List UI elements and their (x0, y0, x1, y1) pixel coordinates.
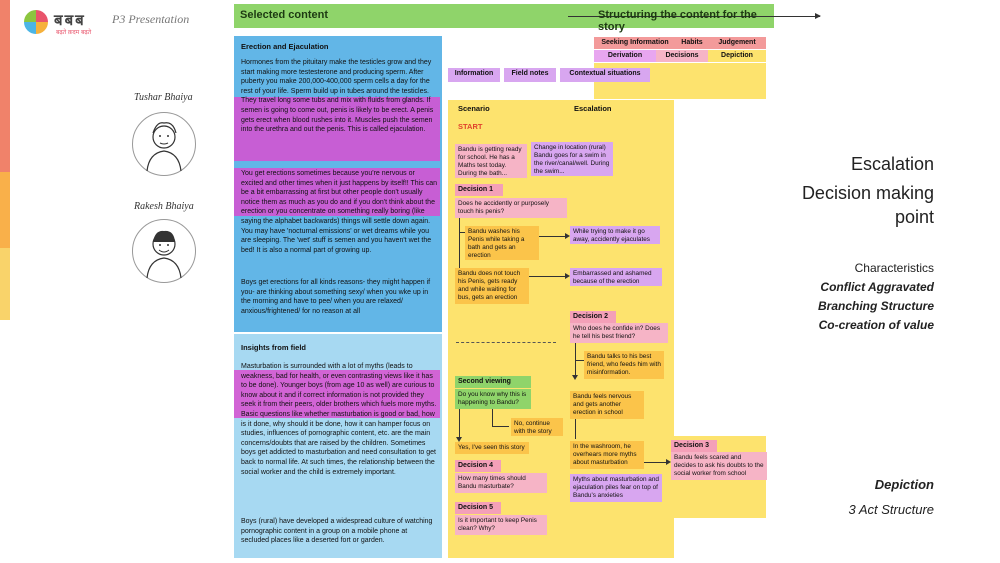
connector (575, 360, 584, 361)
section-title: Erection and Ejaculation (241, 42, 329, 51)
start-label: START (458, 122, 483, 131)
sticky-note: Yes, I've seen this story (455, 442, 529, 454)
characteristic-item: Conflict Aggravated (820, 280, 934, 294)
sticky-note: Do you know why this is happening to Ban… (455, 389, 531, 409)
characteristic-item: Branching Structure (817, 299, 934, 313)
column-header-scenario: Scenario (458, 104, 490, 113)
connector (575, 343, 576, 375)
connector (492, 426, 509, 427)
accent-strip-yellow (0, 248, 10, 320)
sticky-note: Bandu feels nervous and gets another ere… (570, 391, 644, 419)
slide-title: Escalation (850, 154, 934, 174)
sticky-note: Bandu feels scared and decides to ask hi… (671, 452, 767, 480)
sticky-note: Does he accidently or purposely touch hi… (455, 198, 567, 218)
arrow-right-icon (565, 273, 570, 279)
second-viewing-label: Second viewing (455, 376, 531, 388)
header-bar: Selected content Structuring the content… (234, 4, 821, 33)
person-sketch-icon (146, 230, 182, 279)
person-name: Tushar Bhaiya (134, 92, 193, 103)
dashed-divider (456, 342, 556, 343)
tag-seeking-information: Seeking Information (594, 37, 676, 49)
paragraph: You get erections sometimes because you'… (241, 170, 437, 254)
arrow-right-icon (568, 13, 821, 19)
arrow-right-icon (666, 459, 671, 465)
sticky-note: Bandu talks to his best friend, who feed… (584, 351, 664, 379)
sticky-note: Embarrassed and ashamed because of the e… (570, 268, 662, 286)
decision-label: Decision 2 (570, 311, 616, 323)
sticky-note: No, continue with the story (511, 418, 563, 436)
sticky-note: In the washroom, he overhears more myths… (570, 441, 644, 469)
arrow-right-icon (565, 233, 570, 239)
connector (459, 409, 460, 439)
characteristics-label: Characteristics (854, 261, 934, 275)
connector (575, 419, 576, 439)
person-name: Rakesh Bhaiya (134, 201, 194, 212)
structure-label: 3 Act Structure (848, 502, 935, 517)
decision-label: Decision 5 (455, 502, 501, 514)
logo-icon (24, 10, 48, 34)
accent-strip-red (0, 0, 10, 172)
tag-decisions: Decisions (656, 50, 708, 62)
header-right-label: Structuring the content for the story (598, 9, 757, 33)
header-left-label: Selected content (240, 9, 329, 21)
accent-strip-orange (0, 172, 10, 248)
tag-field-notes: Field notes (504, 68, 556, 82)
connector (459, 218, 460, 268)
connector (644, 462, 666, 463)
tag-judgement: Judgement (708, 37, 766, 49)
sticky-note: Change in location (rural) Bandu goes fo… (531, 142, 613, 176)
tag-derivation: Derivation (594, 50, 656, 62)
connector (459, 232, 465, 233)
logo-text: बबब (54, 12, 86, 29)
characteristic-item: Co-creation of value (818, 318, 934, 332)
slide-subtitle: Decision making point (801, 183, 934, 227)
sticky-note: Bandu does not touch his Penis, gets rea… (455, 268, 529, 304)
highlight (234, 97, 440, 161)
paragraph: Hormones from the pituitary make the tes… (241, 59, 434, 134)
decision-label: Decision 4 (455, 460, 501, 472)
sticky-note: Myths about masturbation and ejaculation… (570, 474, 662, 502)
paragraph: Boys get erections for all kinds reasons… (241, 279, 431, 315)
sticky-note: Bandu washes his Penis while taking a ba… (465, 226, 539, 260)
connector (529, 276, 565, 277)
highlight (234, 370, 440, 418)
sticky-note: Is it important to keep Penis clean? Why… (455, 515, 547, 535)
tag-habits: Habits (676, 37, 708, 49)
avatar (132, 112, 196, 176)
depiction-label: Depiction (874, 477, 934, 492)
logo-subtitle: बढ़ते क़दम बढ़ते (56, 30, 92, 36)
sticky-note: Who does he confide in? Does he tell his… (570, 323, 668, 343)
section-title: Insights from field (241, 343, 307, 352)
connector (539, 236, 565, 237)
avatar (132, 219, 196, 283)
decision-label: Decision 1 (455, 184, 503, 196)
paragraph: Masturbation is surrounded with a lot of… (241, 363, 437, 476)
highlight (234, 168, 440, 216)
sticky-note: While trying to make it go away, acciden… (570, 226, 660, 244)
sticky-note: Bandu is getting ready for school. He ha… (455, 144, 527, 178)
sticky-note: How many times should Bandu masturbate? (455, 473, 547, 493)
tag-information: Information (448, 68, 500, 82)
paragraph: Boys (rural) have developed a widespread… (241, 518, 433, 545)
person-sketch-icon (146, 122, 182, 172)
decision-label: Decision 3 (671, 440, 717, 452)
tag-contextual-situations: Contextual situations (560, 68, 650, 82)
arrow-down-icon (572, 375, 578, 380)
column-header-escalation: Escalation (574, 104, 612, 113)
arrow-down-icon (456, 437, 462, 442)
tag-depiction: Depiction (708, 50, 766, 62)
presentation-title: P3 Presentation (112, 12, 190, 26)
connector (492, 409, 493, 426)
